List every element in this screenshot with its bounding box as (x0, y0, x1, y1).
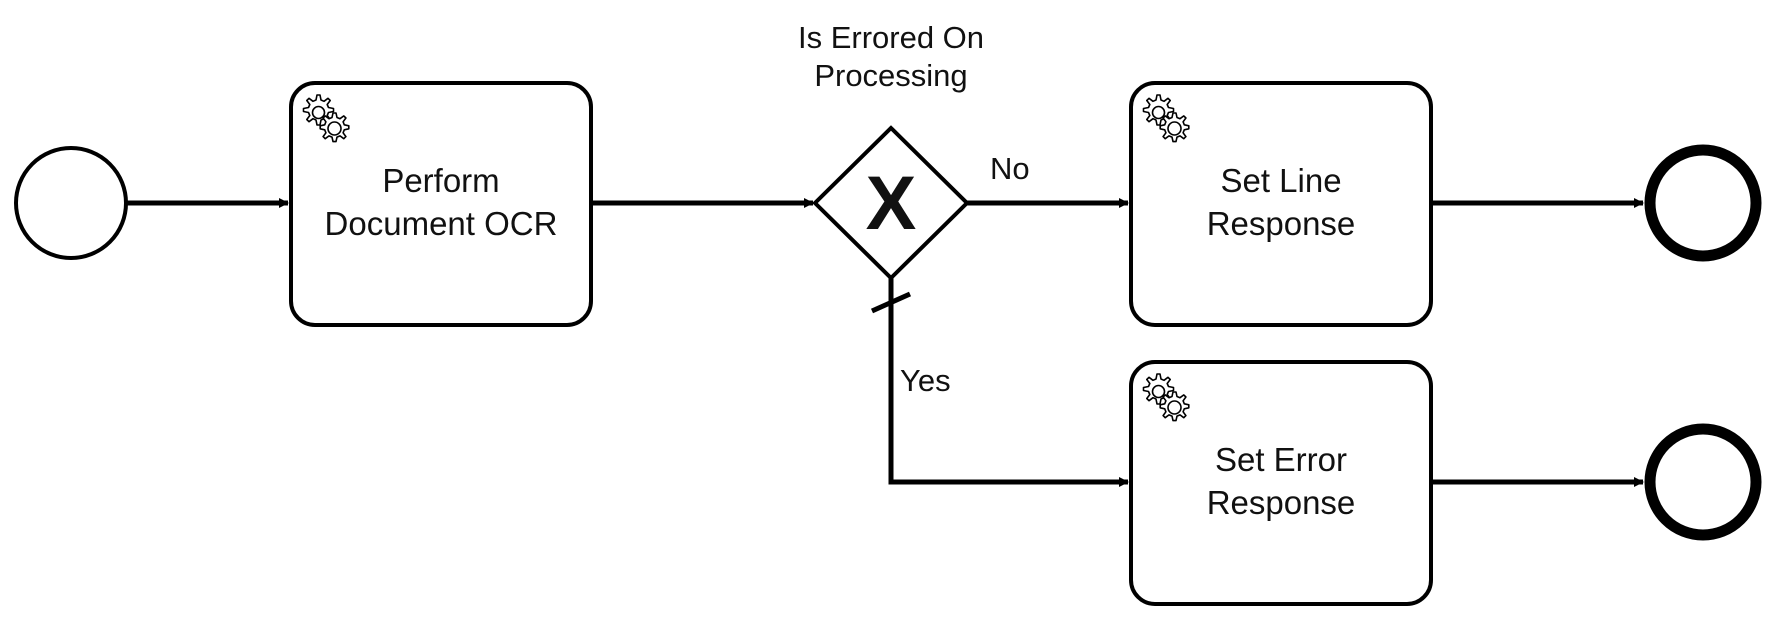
end-event-error[interactable] (1644, 423, 1762, 541)
task-label-line1: Perform (382, 162, 499, 199)
task-label-line2: Document OCR (325, 205, 558, 242)
task-set-line-response[interactable]: Set Line Response (1129, 81, 1433, 327)
task-label-line1: Set Line (1220, 162, 1341, 199)
end-event-line[interactable] (1644, 144, 1762, 262)
start-event[interactable] (14, 146, 128, 260)
task-label-line2: Response (1207, 484, 1356, 521)
gateway-label-line2: Processing (814, 58, 967, 93)
task-label-line2: Response (1207, 205, 1356, 242)
task-perform-document-ocr[interactable]: Perform Document OCR (289, 81, 593, 327)
sequence-flows (127, 198, 1644, 487)
flow-gateway-to-error[interactable] (888, 277, 1129, 487)
task-set-error-response[interactable]: Set Error Response (1129, 360, 1433, 606)
flow-label-yes: Yes (900, 363, 951, 398)
flow-label-no: No (990, 151, 1030, 186)
default-flow-marker (870, 291, 912, 314)
task-label-line1: Set Error (1215, 441, 1347, 478)
gateway-x-marker: X (866, 161, 917, 246)
gateway-label-line1: Is Errored On (798, 20, 984, 55)
exclusive-gateway[interactable]: X (812, 125, 970, 281)
